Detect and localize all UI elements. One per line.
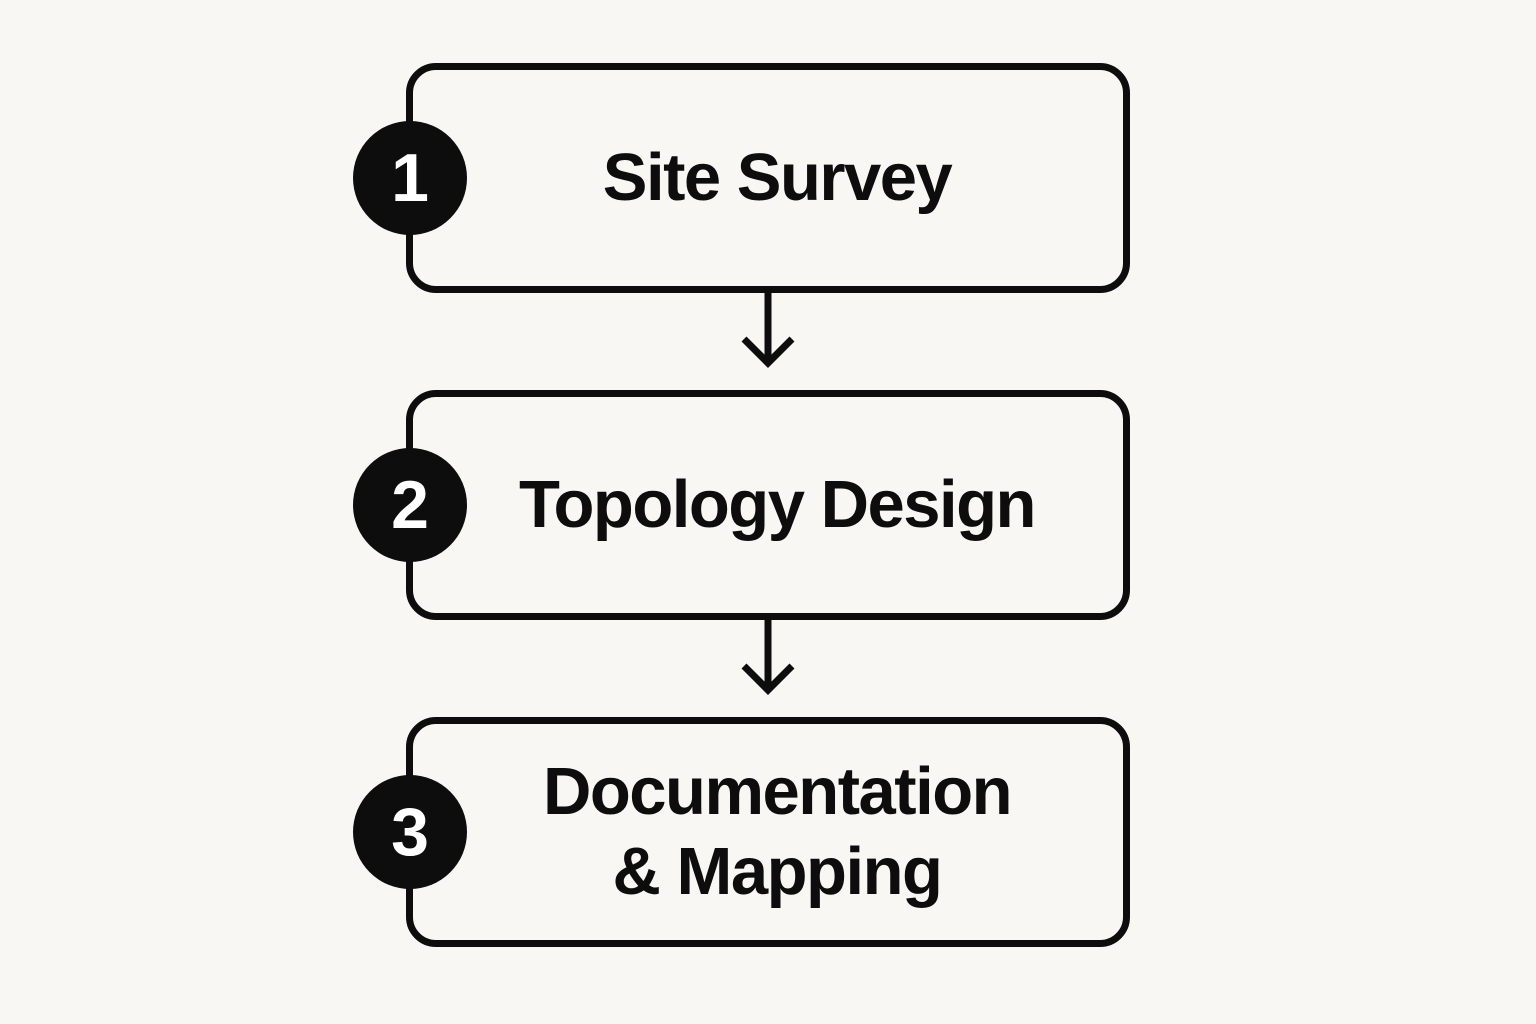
arrow-down-icon: [741, 620, 795, 695]
step-number-badge-2: 2: [353, 448, 467, 562]
connector-2-3: [728, 620, 808, 717]
step-number-badge-3: 3: [353, 775, 467, 889]
step-label-site-survey: Site Survey: [602, 139, 953, 215]
arrow-down-icon: [741, 293, 795, 368]
step-number-badge-1: 1: [353, 121, 467, 235]
step-number-3: 3: [391, 794, 429, 870]
step-label-topology-design: Topology Design: [519, 466, 1036, 542]
step-box-site-survey: 1 Site Survey: [353, 63, 1130, 293]
step-label-documentation-mapping: Documentation & Mapping: [542, 753, 1013, 909]
step-number-1: 1: [391, 140, 429, 216]
step-box-topology-design: 2 Topology Design: [353, 390, 1130, 620]
step-box-documentation-mapping: 3 Documentation & Mapping: [353, 717, 1130, 947]
step-number-2: 2: [391, 467, 429, 543]
connector-1-2: [728, 293, 808, 390]
